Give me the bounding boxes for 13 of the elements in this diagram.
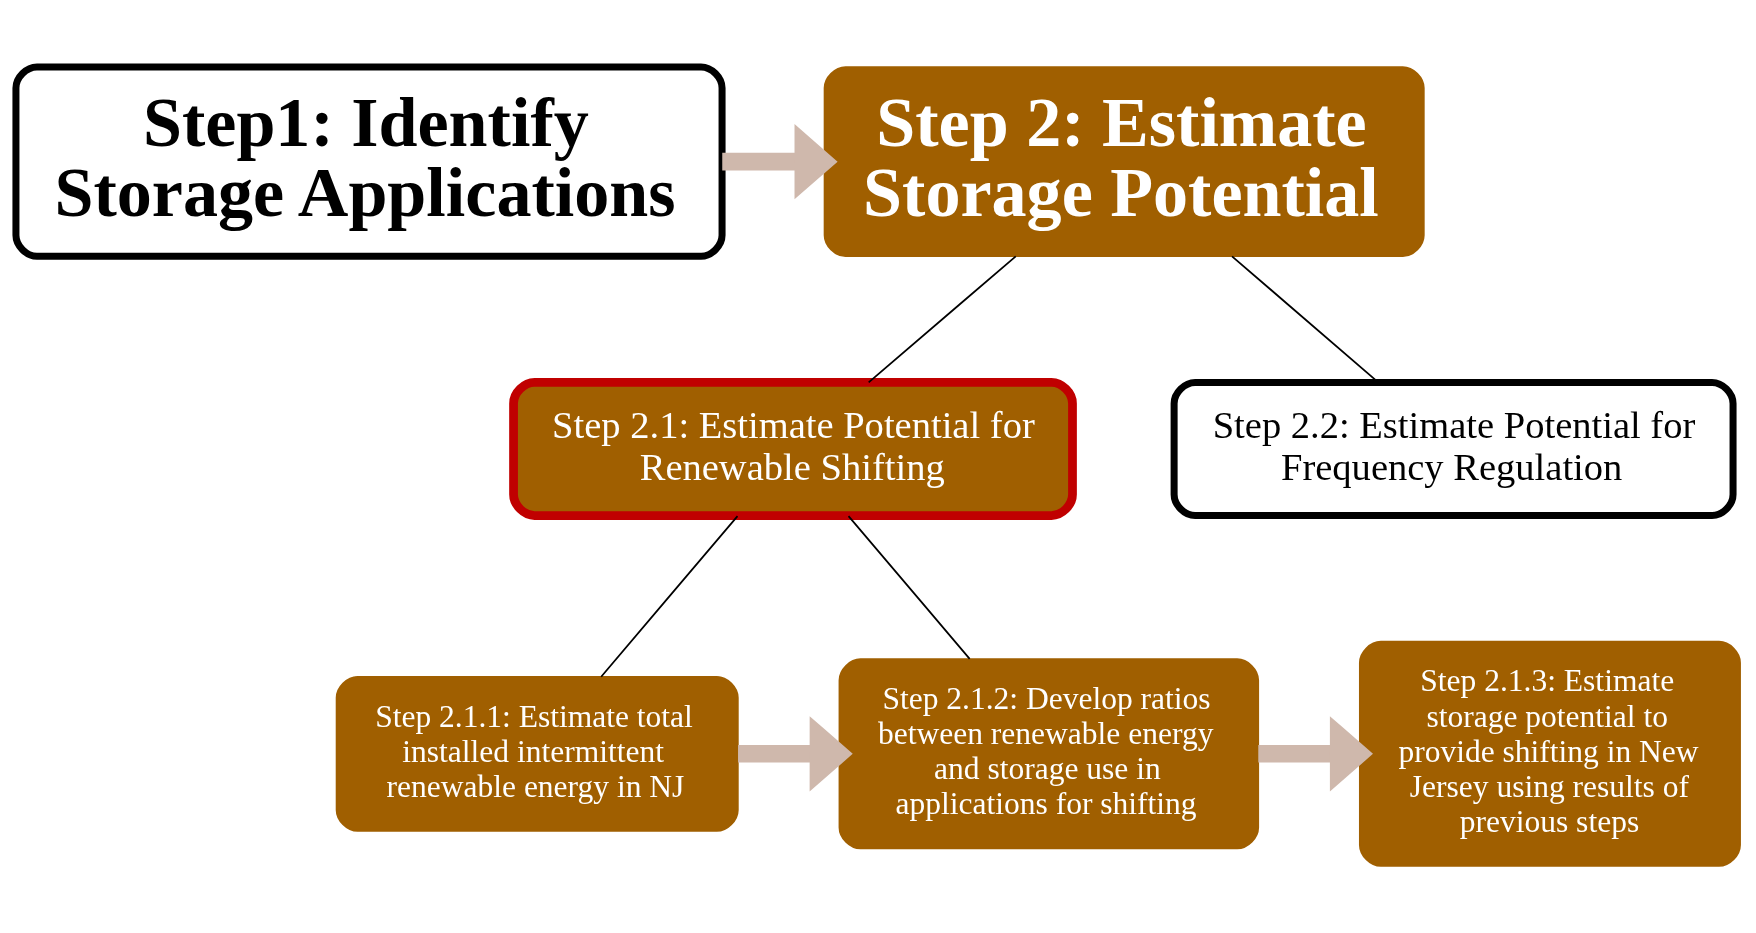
node-box: Step 2.1.2: Develop ratios between renewable energy and storage use in applications for shifting <box>838 658 1260 850</box>
node-box: Step 2.2: Estimate Potential for Frequency Regulation <box>1170 378 1737 520</box>
arrow <box>738 716 853 792</box>
connector <box>867 255 1017 384</box>
connector <box>847 515 971 660</box>
node-box: Step1: Identify Storage Applications <box>12 63 726 260</box>
node-box: Step 2.1.3: Estimate storage potential to provide shifting in New Jersey using results of previous steps <box>1358 640 1741 867</box>
arrow <box>722 123 838 200</box>
arrow <box>1258 716 1373 792</box>
connector <box>600 515 739 678</box>
node-box: Step 2: Estimate Storage Potential <box>823 66 1425 258</box>
node-box: Step 2.1.1: Estimate total installed intermittent renewable energy in NJ <box>335 675 739 832</box>
node-box: Step 2.1: Estimate Potential for Renewable Shifting <box>509 378 1077 520</box>
